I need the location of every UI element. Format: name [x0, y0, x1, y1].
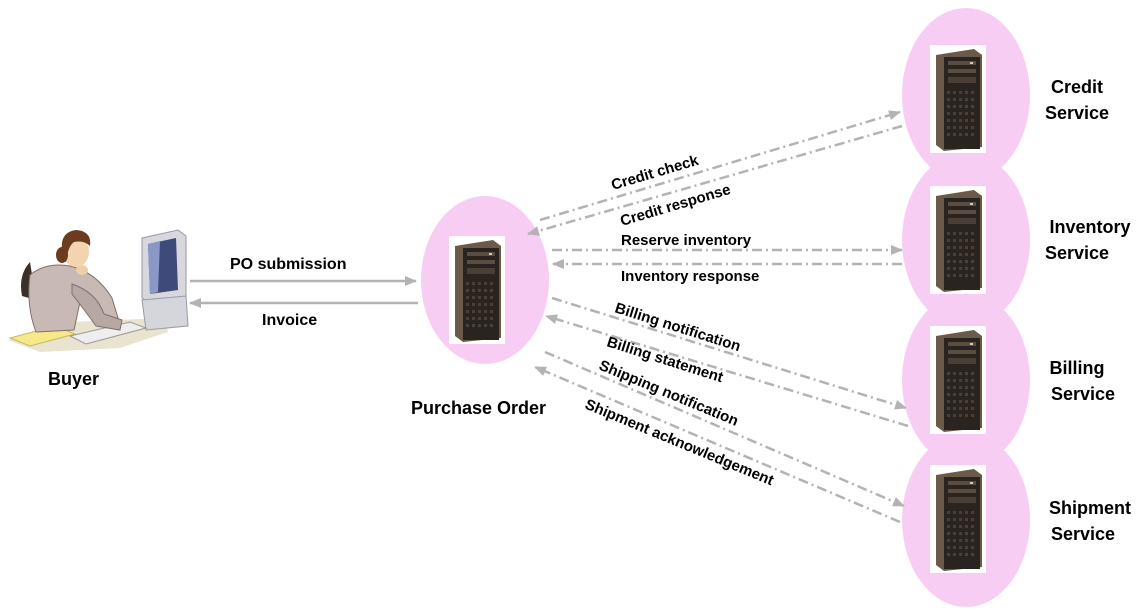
- billing-service-label-line2: Service: [1051, 384, 1115, 404]
- purchase-order-server-icon: [449, 236, 505, 344]
- shipment-service-label-line1: Shipment: [1049, 498, 1131, 518]
- inventory-service-label-line2: Service: [1045, 243, 1109, 263]
- purchase-order-label: Purchase Order: [411, 398, 546, 418]
- credit-check-arrow: [539, 110, 901, 222]
- billing-server-icon: [930, 326, 986, 434]
- po-submission-label: PO submission: [230, 256, 346, 273]
- shipment-server-icon: [930, 465, 986, 573]
- credit-service-label-line1: Credit: [1051, 77, 1103, 97]
- shipment-service-label-line2: Service: [1051, 524, 1115, 544]
- credit-response-arrow: [527, 124, 903, 236]
- credit-service-label-line2: Service: [1045, 103, 1109, 123]
- credit-server-icon: [930, 45, 986, 153]
- shipment-acknowledgement-arrow: [534, 365, 901, 524]
- inventory-service-label-line1: Inventory: [1049, 217, 1130, 237]
- billing-statement-arrow: [545, 314, 909, 428]
- buyer-label: Buyer: [48, 369, 99, 389]
- invoice-label: Invoice: [262, 312, 317, 329]
- credit-response-label: Credit response: [618, 181, 732, 230]
- reserve-inventory-label: Reserve inventory: [621, 232, 752, 249]
- buyer-person-icon: [8, 229, 189, 352]
- inventory-response-label: Inventory response: [621, 268, 759, 285]
- billing-notification-arrow: [551, 296, 907, 410]
- inventory-server-icon: [930, 186, 986, 294]
- billing-service-label-line1: Billing: [1050, 358, 1105, 378]
- shipping-notification-arrow: [544, 350, 905, 508]
